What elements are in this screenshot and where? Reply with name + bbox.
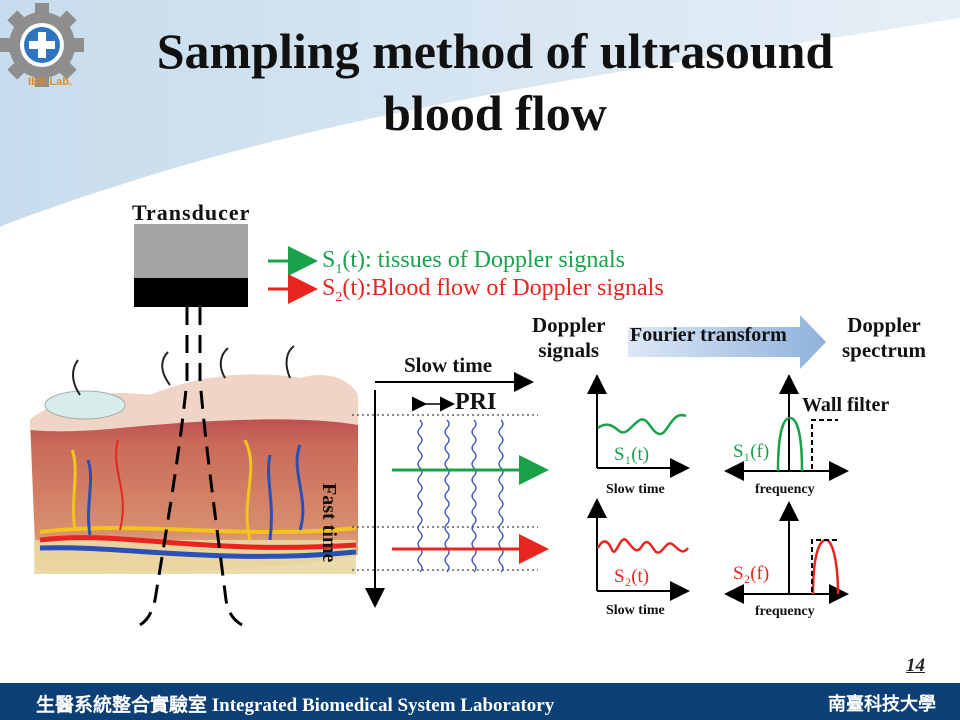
doppler-spectrum-line-1: Doppler xyxy=(847,313,921,337)
frequency-axis-top-label: frequency xyxy=(755,482,815,497)
s1t-time-plot xyxy=(587,374,690,478)
s1f-label: S₁(f) xyxy=(733,441,770,462)
footer-lab-name: 生醫系統整合實驗室 Integrated Biomedical System L… xyxy=(36,695,555,716)
fourier-transform-arrow xyxy=(628,315,826,369)
transducer-label: Transducer xyxy=(132,200,251,225)
background-band xyxy=(0,0,960,230)
tissue-legend-text: (t): tissues of Doppler signals xyxy=(342,247,625,273)
doppler-signals-line-2: signals xyxy=(538,338,600,362)
background-swoosh xyxy=(0,57,960,233)
tissue-legend-prefix: S xyxy=(322,247,336,273)
university-logo: 南臺科技大學 xyxy=(828,694,936,714)
wall-filter-label: Wall filter xyxy=(802,394,890,416)
blood-legend-text: (t):Blood flow of Doppler signals xyxy=(342,275,664,301)
blood-legend-sub: 2 xyxy=(335,289,343,305)
pri-label: PRI xyxy=(455,389,497,415)
tissue-legend: S1(t): tissues of Doppler signals xyxy=(322,247,625,283)
fourier-transform-label: Fourier transform xyxy=(630,324,787,346)
doppler-signals-label: Doppler signals xyxy=(532,313,606,363)
s1f-spectrum-plot xyxy=(724,374,849,481)
frequency-axis-bottom-label: frequency xyxy=(755,604,815,619)
fast-time-label: Fast time xyxy=(318,483,340,563)
range-gate-lines xyxy=(352,414,538,571)
title-line-1: Sampling method of ultrasound xyxy=(156,23,834,79)
slow-time-label: Slow time xyxy=(404,353,493,377)
doppler-signals-line-1: Doppler xyxy=(532,313,606,337)
tissue-legend-sub: 1 xyxy=(335,261,343,277)
ibs-lab-logo xyxy=(0,3,84,87)
s1t-label: S₁(t) xyxy=(614,444,650,465)
ultrasound-beam-lines xyxy=(139,307,243,627)
s2f-label: S₂(f) xyxy=(733,563,770,584)
transducer-body xyxy=(134,224,248,278)
s2t-time-plot xyxy=(587,498,690,601)
blood-legend: S2(t):Blood flow of Doppler signals xyxy=(322,275,664,311)
blood-legend-prefix: S xyxy=(322,275,336,301)
page-title: Sampling method of ultrasound blood flow xyxy=(70,20,920,144)
skin-cross-section-illustration xyxy=(30,345,358,574)
footer-bar xyxy=(0,683,960,720)
slow-time-axis-bottom-label: Slow time xyxy=(606,603,665,618)
slow-time-axis-top-label: Slow time xyxy=(606,482,665,497)
title-line-2: blood flow xyxy=(383,85,607,141)
s2f-spectrum-plot xyxy=(724,501,849,604)
transducer-face xyxy=(134,278,248,307)
s2t-label: S₂(t) xyxy=(614,566,650,587)
doppler-spectrum-line-2: spectrum xyxy=(842,338,926,362)
rf-echo-lines xyxy=(417,419,504,573)
ibs-lab-logo-text: IBS Lab. xyxy=(28,76,73,88)
doppler-spectrum-label: Doppler spectrum xyxy=(842,313,926,363)
page-number: 14 xyxy=(906,655,925,676)
